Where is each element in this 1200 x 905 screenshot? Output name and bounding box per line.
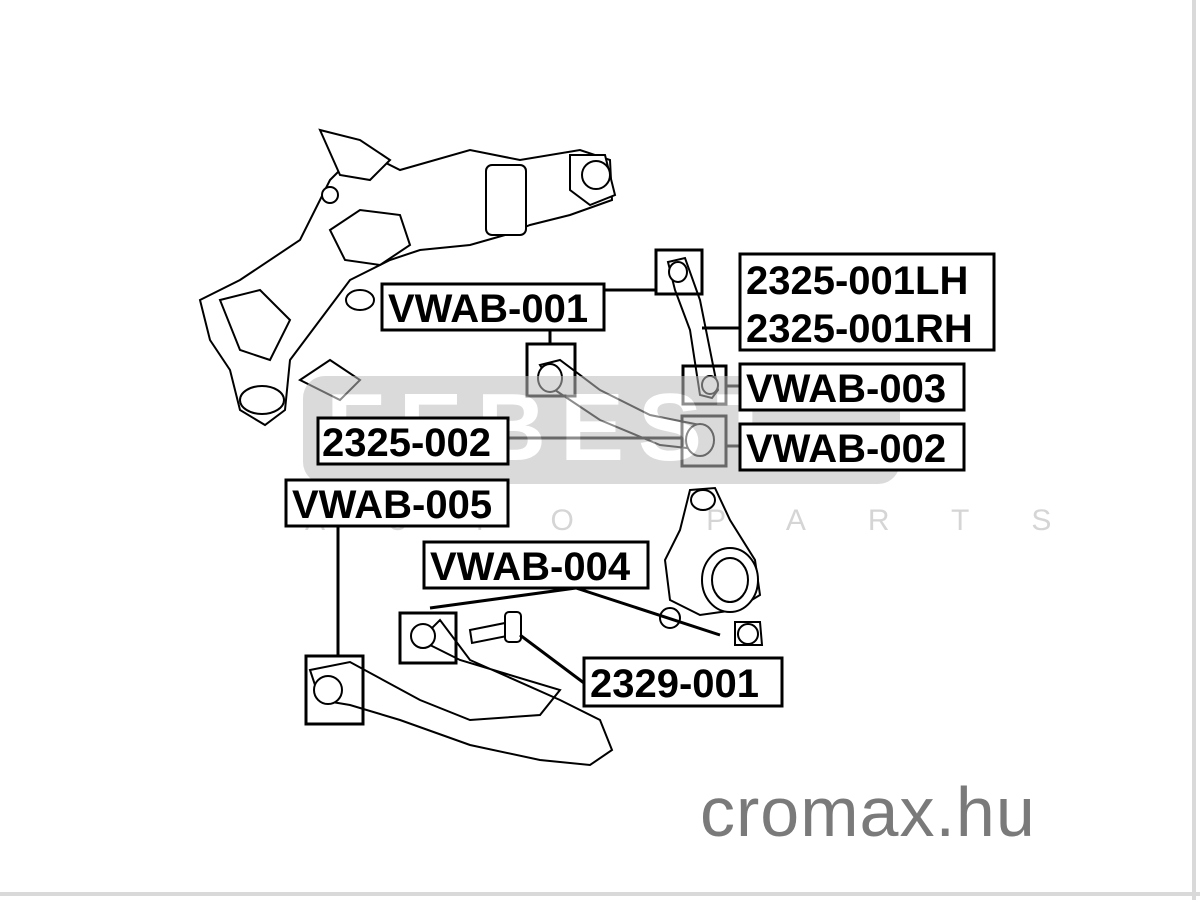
label-2325-002[interactable]: 2325-002 bbox=[316, 416, 510, 466]
label-2325-002-text: 2325-002 bbox=[322, 421, 491, 465]
label-vwab-002-text: VWAB-002 bbox=[746, 427, 946, 471]
subframe-drawing bbox=[198, 128, 617, 427]
box-lower-arm-inner bbox=[398, 611, 458, 665]
wheel-carrier bbox=[659, 486, 764, 646]
label-vwab-003-text: VWAB-003 bbox=[746, 367, 946, 411]
box-lower-arm-outer bbox=[304, 654, 365, 726]
lower-control-arm bbox=[308, 618, 614, 767]
label-vwab-001[interactable]: VWAB-001 bbox=[380, 282, 606, 332]
part-labels: VWAB-001 2325-001LH 2325-001RH VWAB-003 … bbox=[284, 252, 996, 708]
label-2329-001-text: 2329-001 bbox=[590, 662, 759, 706]
label-vwab-001-text: VWAB-001 bbox=[388, 287, 588, 331]
label-vwab-003[interactable]: VWAB-003 bbox=[738, 362, 966, 412]
box-toe-link-top bbox=[654, 248, 704, 296]
bolt bbox=[468, 611, 522, 645]
label-vwab-004-text: VWAB-004 bbox=[430, 545, 631, 589]
label-vwab-005-text: VWAB-005 bbox=[292, 483, 492, 527]
label-2325-001lh-text: 2325-001LH bbox=[746, 259, 968, 303]
label-2329-001[interactable]: 2329-001 bbox=[582, 656, 784, 708]
label-vwab-004[interactable]: VWAB-004 bbox=[422, 540, 650, 590]
frame-border-bottom bbox=[0, 892, 1200, 896]
frame-border-right bbox=[1192, 0, 1196, 900]
label-2325-001rh-text: 2325-001RH bbox=[746, 307, 973, 351]
label-vwab-002[interactable]: VWAB-002 bbox=[738, 422, 966, 472]
label-2325-001[interactable]: 2325-001LH 2325-001RH bbox=[738, 252, 996, 352]
label-vwab-005[interactable]: VWAB-005 bbox=[284, 478, 510, 528]
site-watermark: cromax.hu bbox=[700, 773, 1036, 851]
